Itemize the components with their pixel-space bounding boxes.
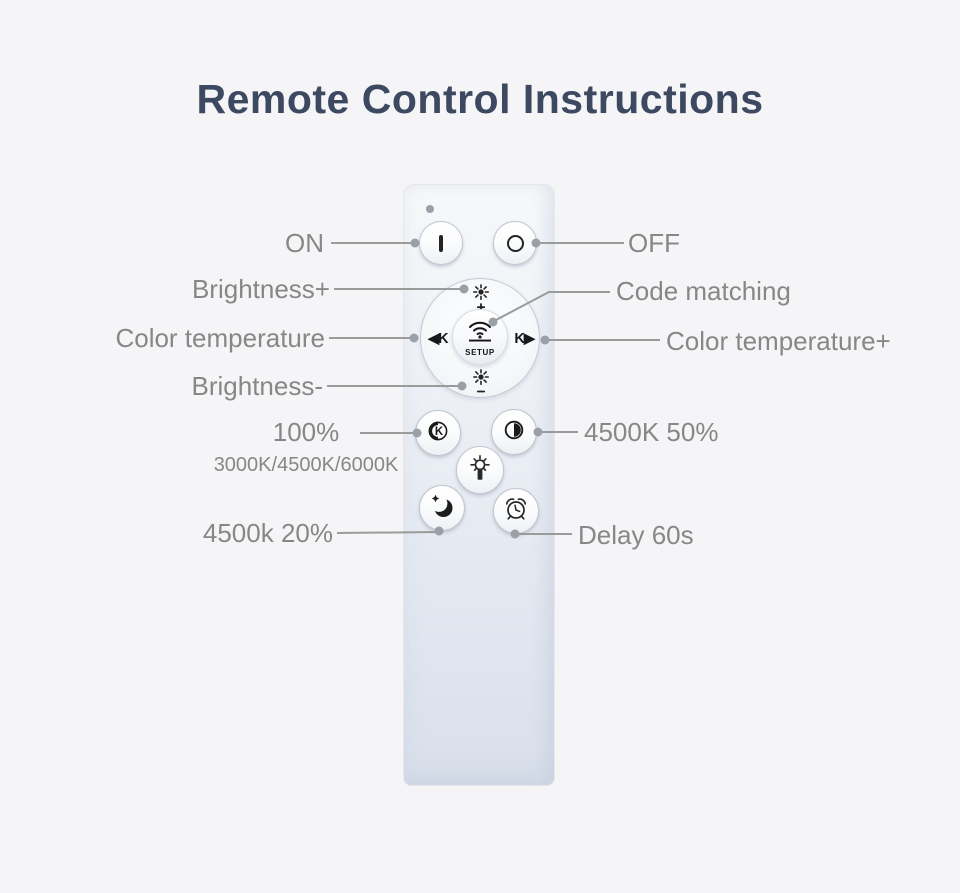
label-4500k-50: 4500K 50% xyxy=(584,417,719,447)
label-on: ON xyxy=(285,228,324,258)
label-off: OFF xyxy=(628,228,680,258)
label-4500k-20: 4500k 20% xyxy=(202,518,333,548)
power-on-icon xyxy=(439,234,443,252)
label-brightness-minus: Brightness- xyxy=(191,371,324,401)
sleep-mode-button xyxy=(419,485,465,531)
label-memory-preset: 100% 3000K/4500K/6000K xyxy=(156,419,456,475)
sleep-icon xyxy=(428,492,456,525)
night-light-button xyxy=(456,446,504,494)
power-off-icon xyxy=(506,234,524,252)
delay-button xyxy=(493,488,539,534)
setup-wifi-icon xyxy=(466,318,494,347)
brightness-up-icon xyxy=(471,284,491,319)
brightness-down-icon xyxy=(471,369,491,401)
setup-label: SETUP xyxy=(465,347,495,357)
svg-text:K: K xyxy=(435,426,444,438)
setup-button: SETUP xyxy=(452,309,508,365)
contrast-button xyxy=(491,409,537,455)
night-light-icon xyxy=(467,453,493,488)
power-off-button xyxy=(493,221,537,265)
label-color-temperature: Color temperature xyxy=(115,323,325,353)
kelvin-cycle-icon: K xyxy=(425,418,451,449)
delay-alarm-icon xyxy=(502,495,530,528)
led-indicator-icon xyxy=(426,205,434,213)
label-brightness-plus: Brightness+ xyxy=(191,274,330,304)
color-temp-down-key: ◀K xyxy=(428,331,449,347)
color-temp-up-key: K▶ xyxy=(514,331,535,347)
power-on-button xyxy=(419,221,463,265)
label-100-percent: 100% xyxy=(272,417,340,447)
label-color-temperature-plus: Color temperature+ xyxy=(666,326,891,356)
contrast-icon xyxy=(502,418,526,447)
label-kelvin-cycle: 3000K/4500K/6000K xyxy=(213,454,399,476)
label-delay-60s: Delay 60s xyxy=(578,520,694,550)
label-code-matching: Code matching xyxy=(616,276,791,306)
page-title: Remote Control Instructions xyxy=(196,76,764,122)
